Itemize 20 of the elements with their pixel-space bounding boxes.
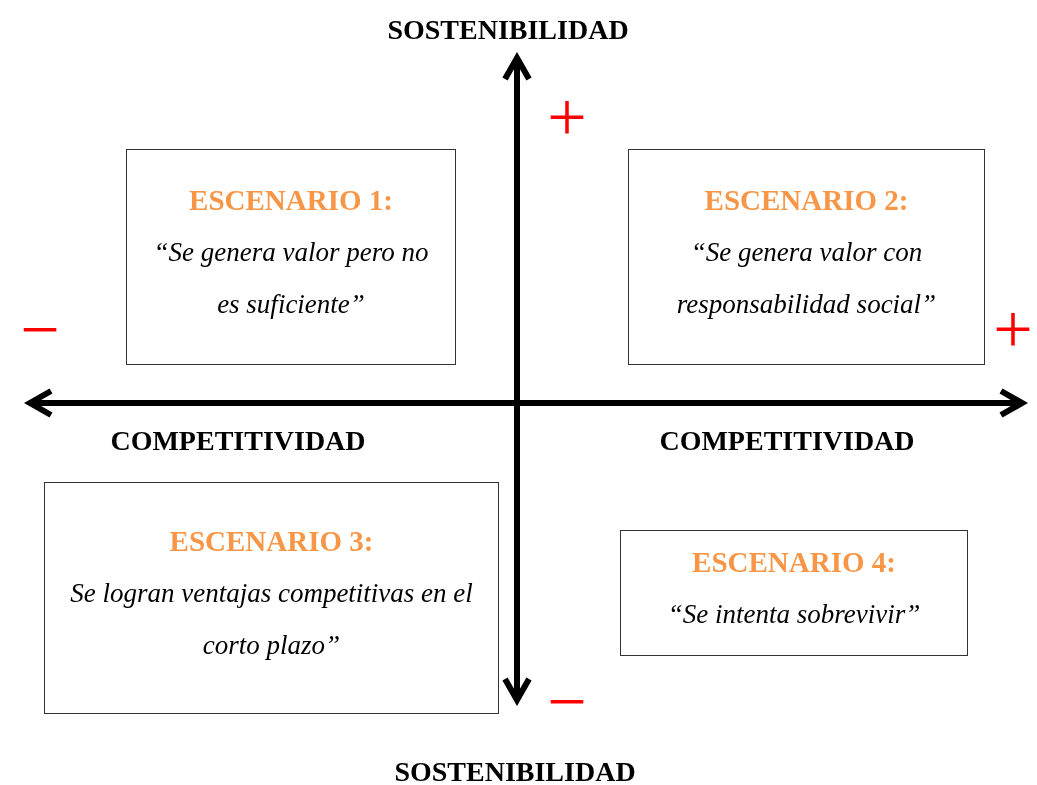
- sign-symbol: +: [547, 83, 587, 153]
- scenario-description: “Se genera valor con responsabilidad social”: [675, 236, 938, 321]
- sign-symbol: +: [993, 295, 1033, 365]
- sign-symbol: −: [20, 295, 60, 365]
- sign-symbol: −: [547, 667, 587, 737]
- scenario-heading: ESCENARIO 1:: [189, 184, 393, 218]
- scenario-description: “Se intenta sobrevivir”: [666, 597, 922, 631]
- axis-label: SOSTENIBILIDAD: [394, 756, 636, 785]
- axis-label: SOSTENIBILIDAD: [387, 14, 629, 46]
- axis-label: COMPETITIVIDAD: [659, 425, 915, 457]
- scenario-box: [620, 530, 968, 656]
- scenario-box: [44, 482, 499, 714]
- scenario-heading: ESCENARIO 2:: [704, 184, 909, 218]
- axis-label: COMPETITIVIDAD: [110, 425, 366, 457]
- scenario-description: “Se genera valor pero no es suficiente”: [152, 236, 430, 321]
- scenario-heading: ESCENARIO 4:: [692, 545, 896, 579]
- scenario-description: Se logran ventajas competitivas en el corto plazo”: [69, 577, 474, 662]
- scenario-heading: ESCENARIO 3:: [169, 525, 374, 559]
- scenario-box: [628, 149, 985, 365]
- scenario-box: [126, 149, 456, 365]
